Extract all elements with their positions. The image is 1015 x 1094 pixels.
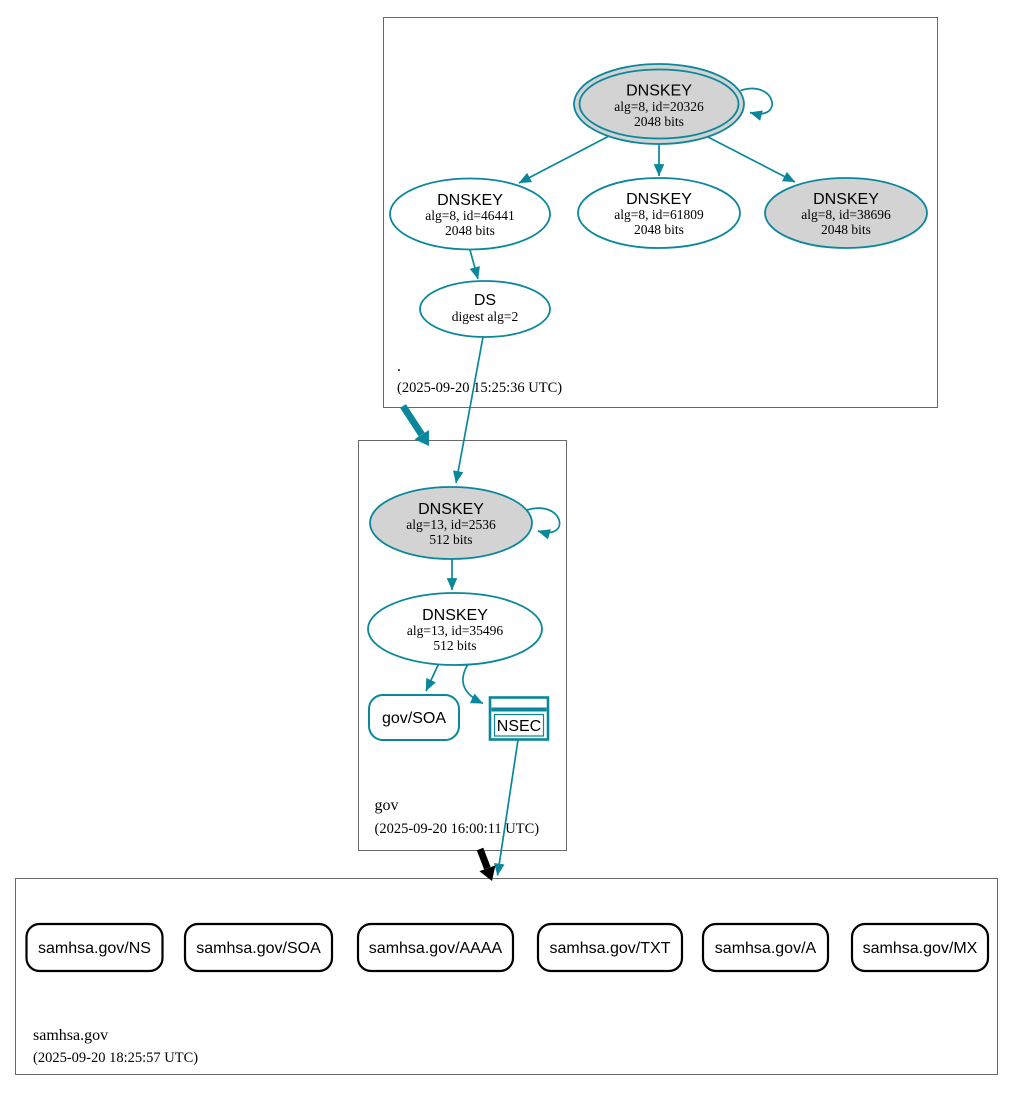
zone-timestamp-root: (2025-09-20 15:25:36 UTC) <box>397 380 562 396</box>
node-title: DNSKEY <box>626 191 692 208</box>
node-detail: 2048 bits <box>634 222 684 237</box>
node-detail: alg=8, id=20326 <box>614 99 704 114</box>
node-detail: 2048 bits <box>821 222 871 237</box>
edge-root-ksk-selfloop <box>740 87 773 121</box>
node-samhsa-mx[interactable]: samhsa.gov/MX <box>850 922 990 973</box>
rrset-label: samhsa.gov/AAAA <box>369 940 503 957</box>
node-title: DNSKEY <box>813 191 879 208</box>
zone-label-root: . <box>397 358 401 375</box>
rrset-label: samhsa.gov/MX <box>863 940 978 957</box>
node-root-dnskey-38696[interactable]: DNSKEY alg=8, id=38696 2048 bits <box>764 177 928 249</box>
node-gov-soa[interactable]: gov/SOA <box>368 694 460 741</box>
node-samhsa-a[interactable]: samhsa.gov/A <box>701 922 830 973</box>
rrset-label: NSEC <box>497 718 541 735</box>
node-title: DNSKEY <box>437 192 503 209</box>
node-detail: digest alg=2 <box>452 309 518 324</box>
node-gov-dnskey-2536[interactable]: DNSKEY alg=13, id=2536 512 bits <box>369 486 533 560</box>
node-title: DS <box>474 292 496 309</box>
node-samhsa-txt[interactable]: samhsa.gov/TXT <box>536 922 684 973</box>
node-detail: 512 bits <box>433 638 476 653</box>
node-detail: 512 bits <box>429 532 472 547</box>
node-detail: alg=8, id=61809 <box>614 207 704 222</box>
node-detail: alg=8, id=38696 <box>801 207 891 222</box>
node-detail: 2048 bits <box>445 223 495 238</box>
node-detail: alg=13, id=2536 <box>406 517 496 532</box>
node-title: DNSKEY <box>418 501 484 518</box>
edge-nsec-to-samhsa <box>494 739 519 876</box>
zone-box-samhsa-gov <box>15 878 998 1075</box>
node-gov-nsec[interactable]: NSEC <box>488 696 550 741</box>
node-root-dnskey-61809[interactable]: DNSKEY alg=8, id=61809 2048 bits <box>577 177 741 249</box>
rrset-label: samhsa.gov/TXT <box>550 940 671 957</box>
node-title: DNSKEY <box>422 607 488 624</box>
node-root-ds[interactable]: DS digest alg=2 <box>419 280 551 338</box>
zone-timestamp-gov: (2025-09-20 16:00:11 UTC) <box>375 821 540 837</box>
zone-timestamp-samhsa-gov: (2025-09-20 18:25:57 UTC) <box>33 1050 198 1066</box>
edge-gov-ksk-selfloop <box>526 507 561 540</box>
node-detail: alg=13, id=35496 <box>407 623 503 638</box>
edge-zsk46441-to-ds <box>469 249 480 280</box>
node-root-dnskey-46441[interactable]: DNSKEY alg=8, id=46441 2048 bits <box>389 177 551 251</box>
node-samhsa-ns[interactable]: samhsa.gov/NS <box>25 922 164 973</box>
edge-gov-zsk-to-soa <box>425 662 440 692</box>
edge-root-ksk-to-zsk46441 <box>518 134 612 184</box>
rrset-label: gov/SOA <box>382 710 446 727</box>
edge-ds-to-gov-ksk <box>452 336 484 484</box>
rrset-label: samhsa.gov/SOA <box>196 940 321 957</box>
node-samhsa-soa[interactable]: samhsa.gov/SOA <box>183 922 334 973</box>
rrset-label: samhsa.gov/NS <box>38 940 151 957</box>
node-detail: 2048 bits <box>634 114 684 129</box>
edge-root-to-gov-delegation <box>400 404 429 446</box>
node-root-dnskey-20326[interactable]: DNSKEY alg=8, id=20326 2048 bits <box>573 63 745 145</box>
node-title: DNSKEY <box>626 83 692 100</box>
rrset-label: samhsa.gov/A <box>715 940 817 957</box>
node-gov-dnskey-35496[interactable]: DNSKEY alg=13, id=35496 512 bits <box>367 592 543 666</box>
node-samhsa-aaaa[interactable]: samhsa.gov/AAAA <box>356 922 515 973</box>
edge-gov-to-samhsa-delegation <box>476 847 496 881</box>
zone-label-samhsa-gov: samhsa.gov <box>33 1027 108 1044</box>
node-detail: alg=8, id=46441 <box>425 208 514 223</box>
zone-label-gov: gov <box>375 797 399 814</box>
edge-root-ksk-to-zsk38696 <box>705 135 796 183</box>
